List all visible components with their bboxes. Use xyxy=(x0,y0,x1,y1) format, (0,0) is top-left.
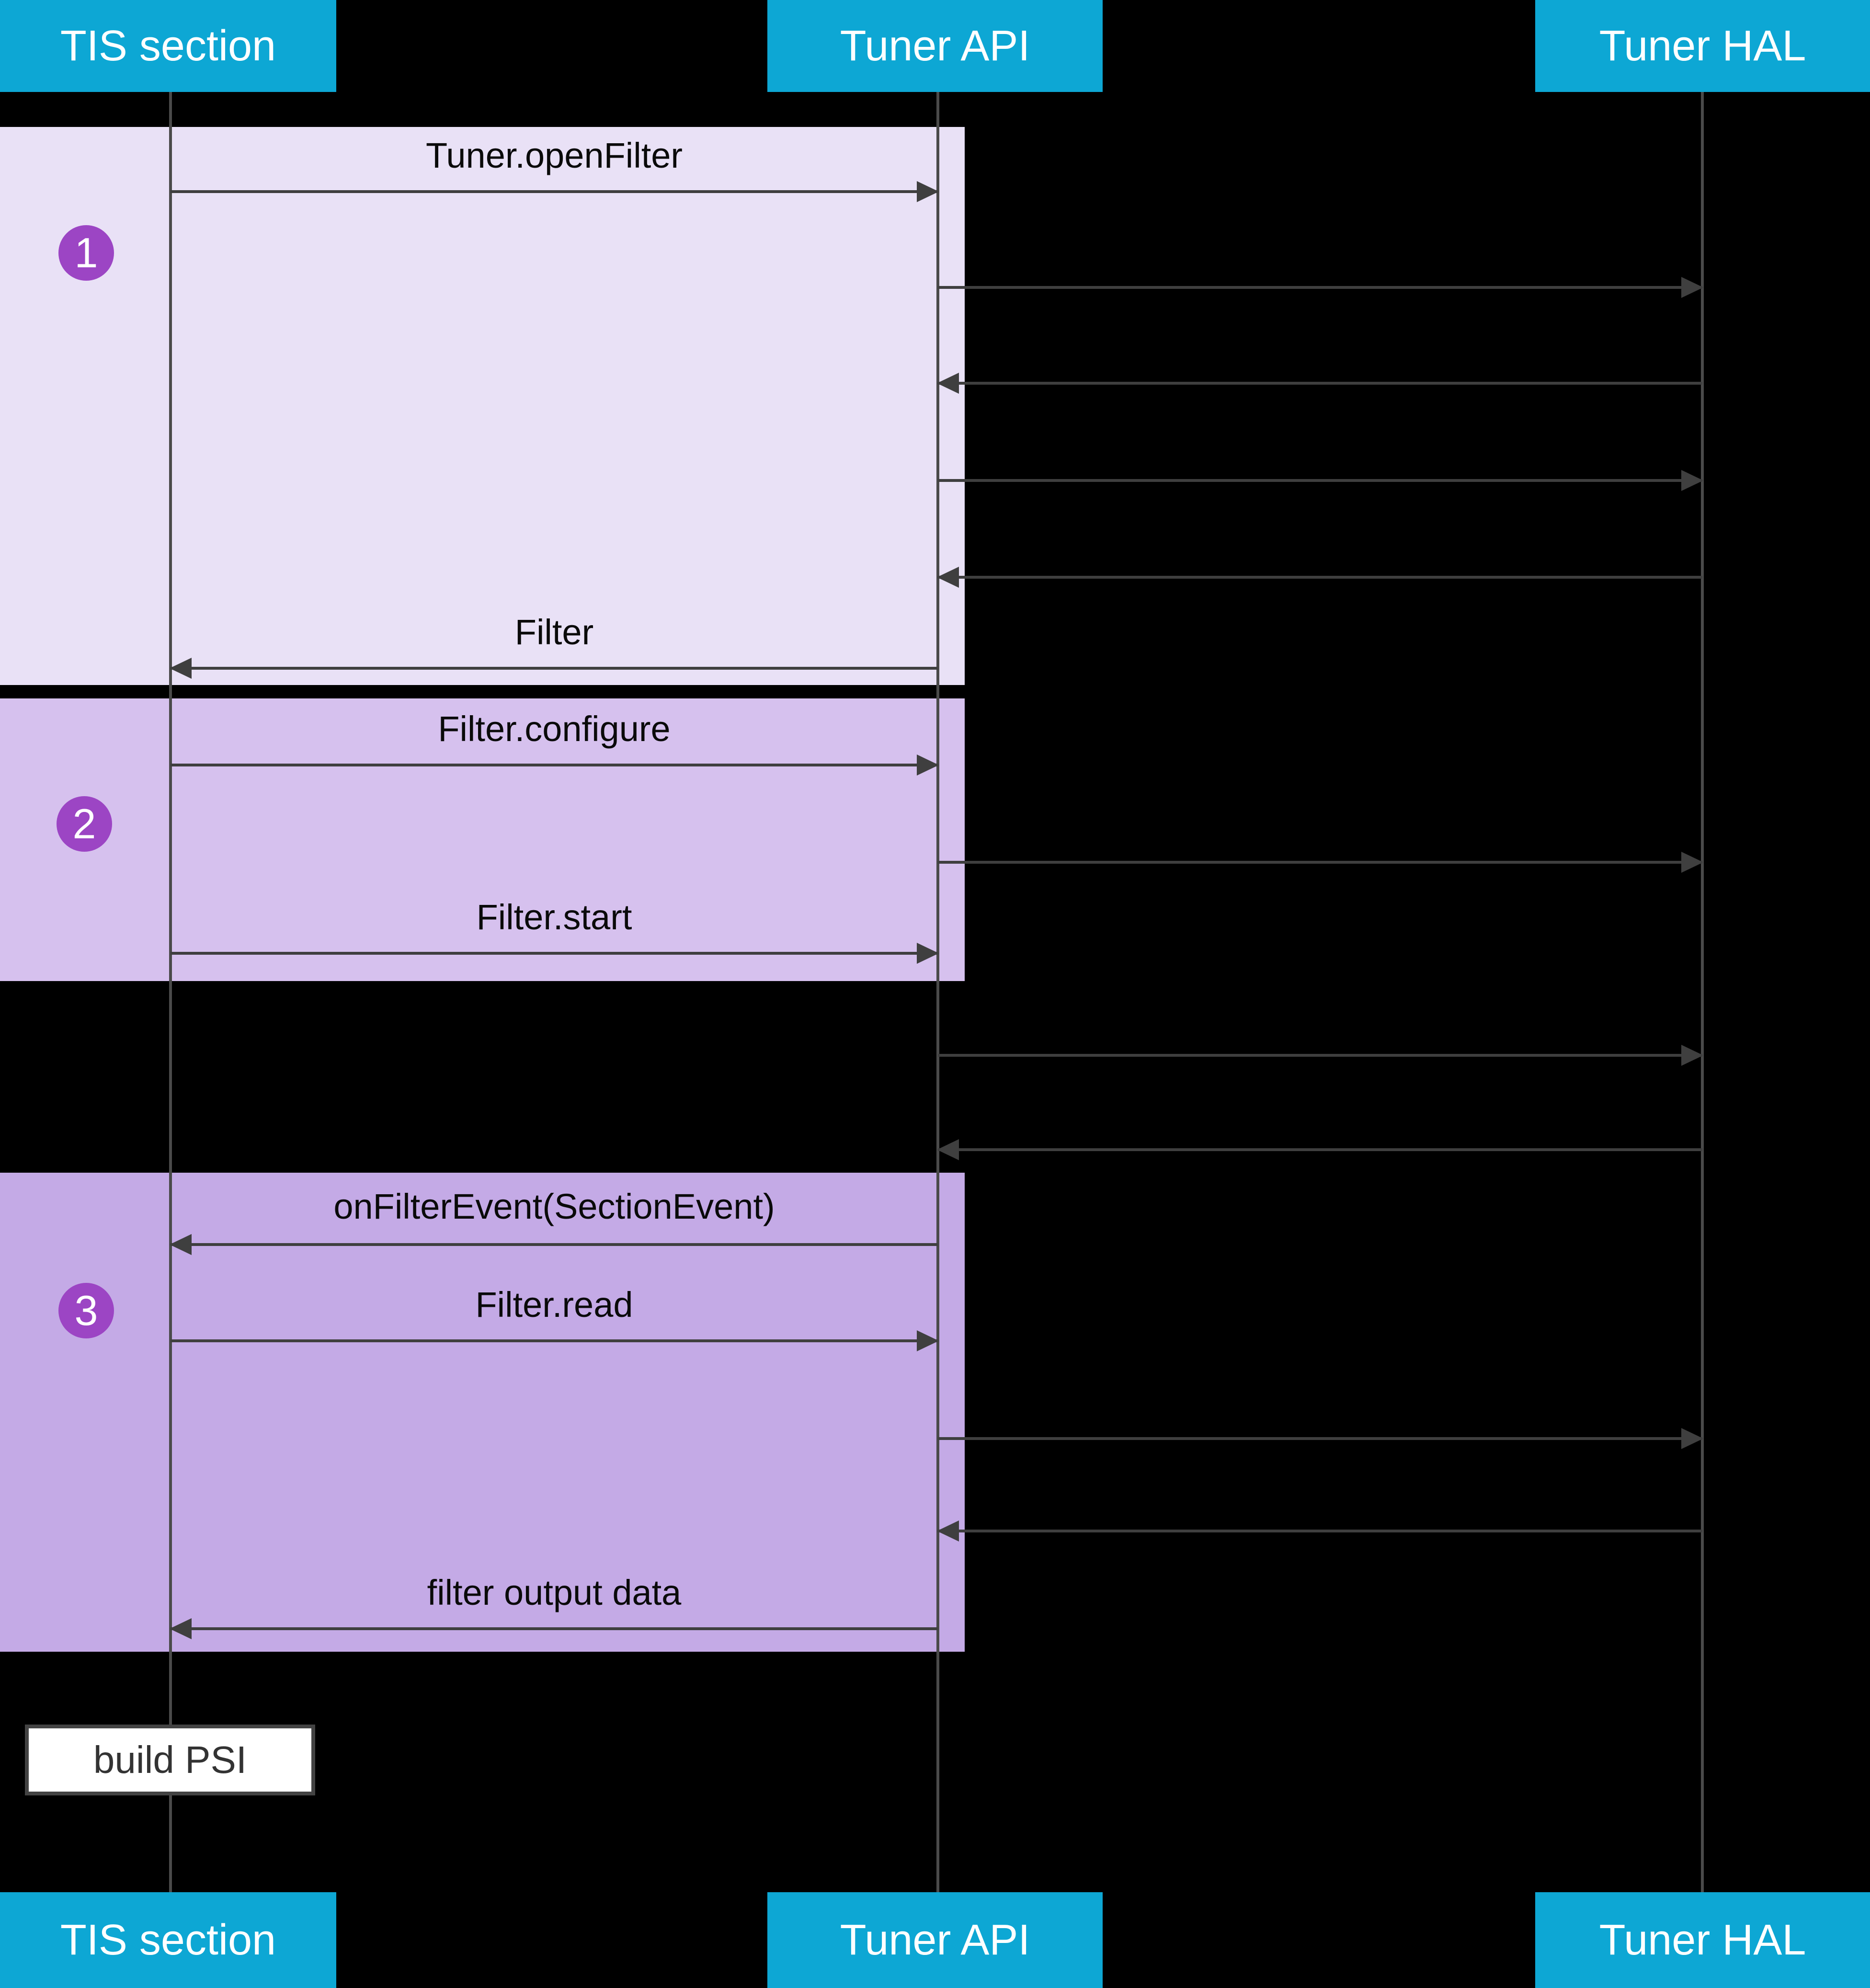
lifeline-tuner-api xyxy=(936,92,939,1892)
step-1-badge: 1 xyxy=(58,225,114,281)
participant-bottom-tuner-api: Tuner API xyxy=(767,1892,1103,1988)
step-number: 3 xyxy=(74,1287,98,1334)
participant-bottom-tis-section: TIS section xyxy=(0,1892,336,1988)
arrow-hal-to-api-3 xyxy=(937,1139,1702,1160)
step-2-badge: 2 xyxy=(57,796,112,852)
step-2-region xyxy=(0,698,965,981)
arrow-api-to-hal-3 xyxy=(938,852,1703,873)
message-label-filter-configure: Filter.configure xyxy=(438,709,671,749)
message-label-onfilterevent: onFilterEvent(SectionEvent) xyxy=(333,1187,775,1226)
arrow-hal-to-api-2 xyxy=(937,567,1702,588)
participant-top-tis-section: TIS section xyxy=(0,0,336,92)
arrow-api-to-tis-filter-output xyxy=(170,1618,938,1639)
message-label-tuner-openfilter: Tuner.openFilter xyxy=(425,136,683,175)
participant-top-tuner-hal: Tuner HAL xyxy=(1535,0,1870,92)
step-3-region xyxy=(0,1173,965,1652)
arrow-api-to-hal-1 xyxy=(938,277,1703,298)
participant-label: TIS section xyxy=(60,1916,276,1964)
step-number: 1 xyxy=(74,229,98,276)
arrow-api-to-tis-onfilterevent xyxy=(170,1234,938,1255)
step-3-badge: 3 xyxy=(58,1283,114,1338)
message-label-filter-start: Filter.start xyxy=(476,897,632,937)
arrow-api-to-hal-5 xyxy=(938,1428,1703,1449)
arrow-tis-to-api-start xyxy=(171,943,939,964)
lifeline-tis-section xyxy=(169,92,172,1892)
arrow-api-to-hal-2 xyxy=(938,470,1703,491)
arrow-hal-to-api-1 xyxy=(937,373,1702,394)
participant-label: Tuner HAL xyxy=(1599,22,1806,70)
arrow-tis-to-api-read xyxy=(171,1330,939,1351)
message-label-filter-output: filter output data xyxy=(427,1573,682,1612)
message-label-filter-return: Filter xyxy=(514,612,594,652)
lifeline-tuner-hal xyxy=(1701,92,1704,1892)
participant-label: Tuner API xyxy=(840,22,1030,70)
participant-bottom-tuner-hal: Tuner HAL xyxy=(1535,1892,1870,1988)
step-number: 2 xyxy=(72,800,96,847)
participant-top-tuner-api: Tuner API xyxy=(767,0,1103,92)
arrow-hal-to-api-4 xyxy=(937,1520,1702,1542)
note-build-psi: build PSI xyxy=(25,1725,315,1795)
participant-label: Tuner API xyxy=(840,1916,1030,1964)
arrow-api-to-hal-4 xyxy=(938,1045,1703,1066)
note-label: build PSI xyxy=(93,1738,247,1781)
message-label-filter-read: Filter.read xyxy=(475,1285,633,1325)
participant-label: Tuner HAL xyxy=(1599,1916,1806,1964)
arrow-tis-to-api-openfilter xyxy=(171,181,939,202)
arrow-tis-to-api-configure xyxy=(171,754,939,776)
participant-label: TIS section xyxy=(60,22,276,70)
step-1-region xyxy=(0,127,965,685)
arrow-api-to-tis-filter-return xyxy=(170,658,938,679)
